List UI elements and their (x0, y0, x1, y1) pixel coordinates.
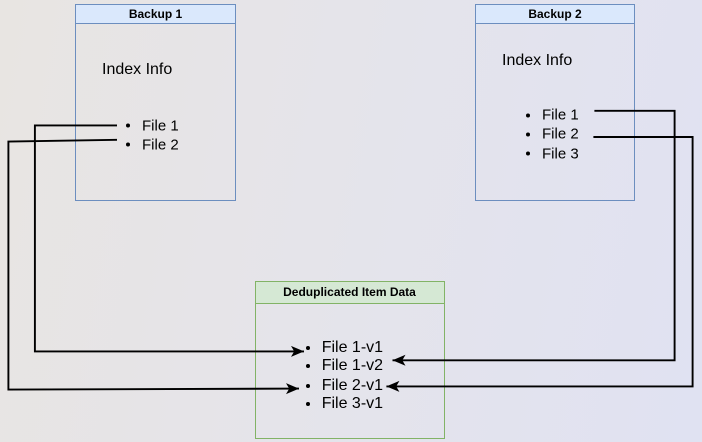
list-item-label: File 1-v2 (321, 357, 384, 375)
backup-2-item-file-2: File 2 (526, 126, 579, 143)
backup-1-header: Backup 1 (76, 5, 235, 24)
list-item-label: File 2 (542, 125, 579, 143)
backup-2-header: Backup 2 (476, 5, 634, 24)
list-item-label: File 1-v1 (321, 338, 384, 356)
deduplicated-item-data-item-file-2-v1: File 2-v1 (305, 376, 384, 395)
backup-2-box: Backup 2 (475, 4, 635, 201)
list-item-label: File 2-v1 (321, 376, 384, 394)
bullet-icon (305, 345, 310, 350)
bullet-icon (526, 113, 530, 118)
deduplicated-item-data-item-file-1-v1: File 1-v1 (305, 338, 384, 357)
bullet-icon (305, 364, 310, 369)
backup-2-title: Backup 2 (528, 7, 582, 21)
deduplicated-item-data-item-file-1-v2: File 1-v2 (305, 357, 384, 375)
backup-2-item-file-3: File 3 (526, 145, 579, 162)
backup-2-index-info-label: Index Info (502, 51, 573, 69)
list-item-label: File 1 (542, 106, 579, 124)
list-item-label: File 1 (142, 117, 179, 134)
bullet-icon (526, 151, 530, 156)
bullet-icon (305, 383, 310, 388)
backup-1-index-info-label: Index Info (102, 60, 173, 78)
deduplicated-item-data-item-file-3-v1: File 3-v1 (305, 395, 384, 413)
bullet-icon (305, 402, 310, 407)
backup-1-title: Backup 1 (128, 7, 183, 21)
list-item-label: File 3 (542, 145, 579, 163)
deduplicated-item-data-header: Deduplicated Item Data (255, 281, 444, 304)
bullet-icon (526, 132, 530, 137)
bullet-icon (126, 123, 130, 128)
list-item-label: File 2 (142, 136, 179, 154)
bullet-icon (126, 142, 130, 147)
list-item-label: File 3-v1 (321, 395, 384, 413)
backup-1-box: Backup 1 (75, 4, 236, 201)
backup-2-item-file-1: File 1 (526, 107, 579, 124)
backup-1-item-file-1: File 1 (126, 117, 179, 134)
backup-1-item-file-2: File 2 (126, 136, 179, 153)
deduplicated-item-data-title: Deduplicated Item Data (283, 285, 416, 299)
